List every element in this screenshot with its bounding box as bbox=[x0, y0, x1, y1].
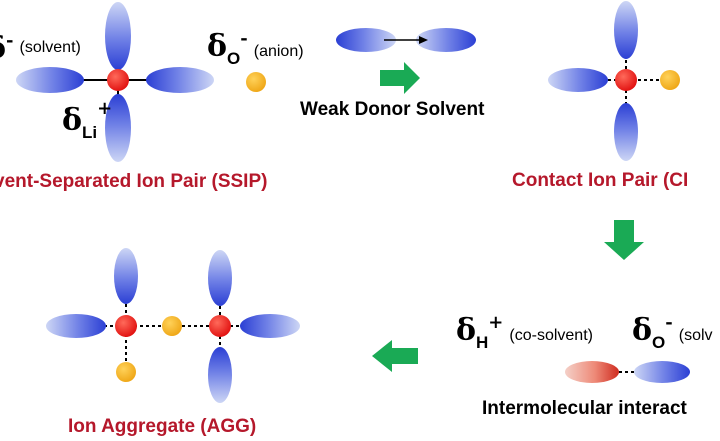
lithium-sphere bbox=[615, 69, 637, 91]
weak-donor-label: Weak Donor Solvent bbox=[300, 99, 485, 120]
anion-sphere bbox=[162, 316, 182, 336]
arrow-right-icon bbox=[380, 62, 420, 94]
ssip-label: vent-Separated Ion Pair (SSIP) bbox=[0, 171, 267, 192]
solvent-ellipse-top bbox=[208, 250, 232, 306]
weak-donor-icon bbox=[336, 28, 476, 52]
arrow-left-icon bbox=[372, 340, 418, 372]
delta-li-label: δLi+ bbox=[62, 98, 112, 142]
cip-label: Contact Ion Pair (CI bbox=[512, 170, 688, 191]
anion-sphere bbox=[116, 362, 136, 382]
solvent-ellipse-left bbox=[548, 68, 608, 92]
solvent-ellipse-left bbox=[46, 314, 106, 338]
cosolvent-interaction-icon bbox=[565, 361, 690, 383]
agg-label: Ion Aggregate (AGG) bbox=[68, 416, 256, 437]
solvent-ellipse-top bbox=[614, 1, 638, 59]
solvent-ellipse-right bbox=[240, 314, 300, 338]
solvent-ellipse-left bbox=[16, 67, 84, 93]
agg-cluster bbox=[46, 248, 300, 403]
delta-h-label: δH+(co-solvent) bbox=[456, 312, 593, 352]
intermolecular-label: Intermolecular interact bbox=[482, 398, 688, 419]
solvent-ellipse-top bbox=[105, 2, 131, 70]
delta-solvent-label: δ-(solvent) bbox=[0, 30, 81, 66]
lithium-sphere bbox=[209, 315, 231, 337]
arrow-down-icon bbox=[604, 220, 644, 260]
solvent-ellipse-right bbox=[146, 67, 214, 93]
cip-cluster bbox=[548, 1, 680, 161]
lithium-sphere bbox=[107, 69, 129, 91]
solvent-ellipse-top bbox=[114, 248, 138, 304]
delta-anion-label: δO-(anion) bbox=[207, 28, 304, 68]
lithium-sphere bbox=[115, 315, 137, 337]
delta-o-cosolvent-label: δO-(solv bbox=[632, 312, 713, 352]
solvent-ellipse-bottom bbox=[105, 94, 131, 162]
ssip-cluster bbox=[16, 2, 214, 162]
solvent-ellipse-bottom bbox=[614, 103, 638, 161]
solvent-ellipse-bottom bbox=[208, 347, 232, 403]
anion-sphere bbox=[660, 70, 680, 90]
anion-sphere bbox=[246, 72, 266, 92]
